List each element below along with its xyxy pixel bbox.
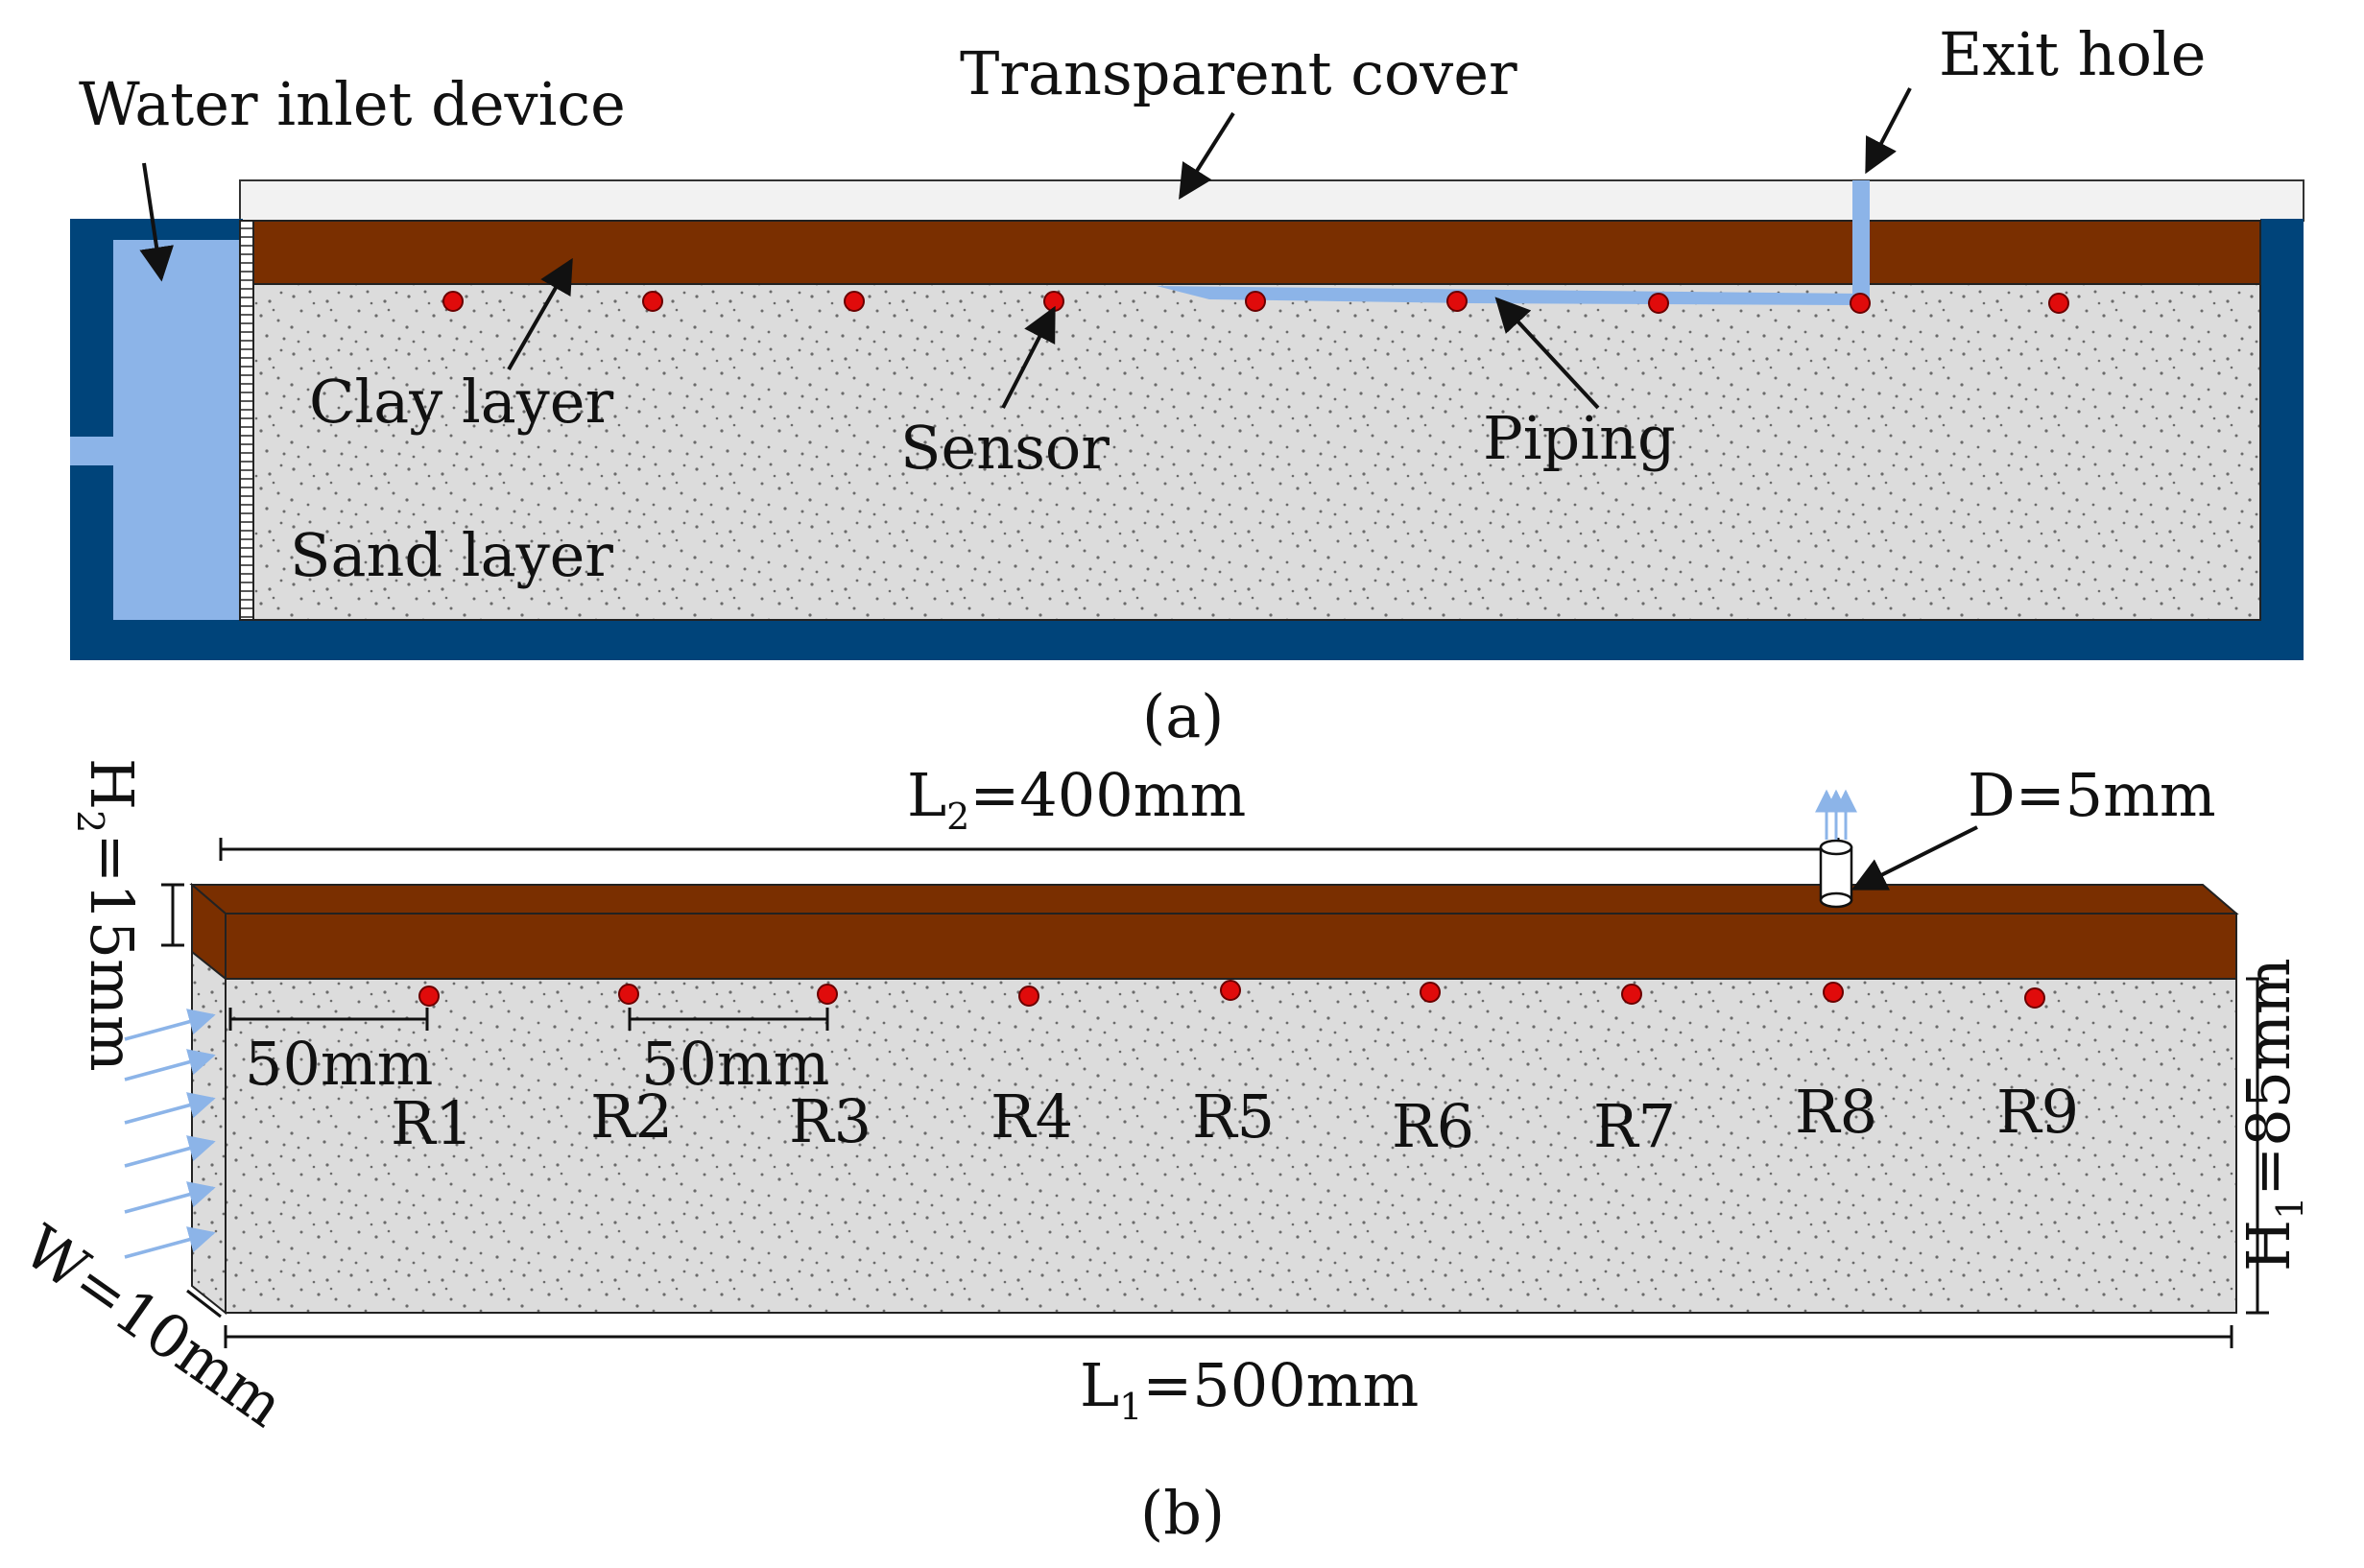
- frame-top-left: [70, 219, 243, 240]
- exit-tube: [1819, 839, 1853, 909]
- label-H2: H2=15mm: [69, 758, 147, 1072]
- sensor-dot-a: [442, 291, 464, 312]
- sensor-dot-r2: [618, 984, 639, 1005]
- arrow-D: [1851, 825, 1978, 891]
- inlet-opening: [70, 437, 113, 465]
- caption-a: (a): [1142, 681, 1224, 751]
- sensor-dot-a: [1043, 291, 1064, 312]
- sensors-a: [442, 291, 2069, 314]
- sensor-dot-a: [1446, 291, 1468, 312]
- sand-layer-a: [252, 283, 2261, 621]
- transparent-cover: [239, 179, 2304, 222]
- sensor-dot-r1: [418, 986, 440, 1007]
- sensor-dot-a: [844, 291, 865, 312]
- sensor-dot-a: [2048, 293, 2069, 314]
- sensor-dot-a: [1648, 293, 1669, 314]
- sensor-dot-r3: [817, 984, 838, 1005]
- sensor-dot-r7: [1621, 984, 1642, 1005]
- label-exit-hole: Exit hole: [1939, 19, 2206, 89]
- clay-layer-b: [225, 913, 2237, 980]
- inflow-arrow: [124, 1009, 216, 1041]
- spacing-marker-2: [628, 1008, 829, 1031]
- dim-W-line: [186, 1289, 222, 1319]
- perforated-plate-hatching: [241, 227, 252, 618]
- panel-b: L2=400mm D=5mm H2=15mm: [11, 758, 2311, 1548]
- label-clay-layer: Clay layer: [309, 367, 613, 437]
- inflow-arrow: [124, 1135, 216, 1168]
- sensor-label-r6: R6: [1392, 1091, 1474, 1161]
- sensor-label-r7: R7: [1593, 1091, 1676, 1161]
- frame-right-wall: [2260, 219, 2304, 660]
- sensor-dot-a: [642, 291, 663, 312]
- label-sand-layer: Sand layer: [290, 520, 613, 590]
- arrow-transparent-cover: [1179, 111, 1235, 201]
- sensor-dot-a: [1245, 291, 1266, 312]
- sensor-label-r2: R2: [590, 1081, 673, 1152]
- exit-flow-arrows: [1815, 789, 1857, 840]
- label-transparent-cover: Transparent cover: [960, 38, 1517, 108]
- frame-bottom: [70, 620, 2304, 660]
- arrow-piping: [1494, 297, 1600, 410]
- sensor-label-r3: R3: [789, 1086, 872, 1156]
- label-piping: Piping: [1483, 403, 1676, 473]
- inflow-arrow: [124, 1049, 216, 1081]
- inflow-arrow: [124, 1092, 216, 1125]
- exit-hole: [1852, 180, 1870, 303]
- sand-layer-b: [225, 978, 2237, 1314]
- sensor-label-r9: R9: [1996, 1077, 2079, 1147]
- label-sensor: Sensor: [900, 413, 1110, 483]
- sensor-label-r8: R8: [1795, 1077, 1877, 1147]
- caption-b: (b): [1140, 1478, 1225, 1548]
- inflow-arrow: [124, 1226, 216, 1259]
- sensor-dot-r5: [1220, 980, 1241, 1001]
- arrow-sensor: [1001, 305, 1056, 409]
- spacing-marker-1: [228, 1008, 429, 1031]
- sensor-dot-r4: [1018, 986, 1039, 1007]
- arrow-clay-layer: [507, 257, 573, 370]
- label-spacing-2: 50mm: [641, 1029, 829, 1099]
- panel-a: Water inlet device Transparent cover Exi…: [70, 19, 2304, 751]
- sensor-dot-a: [1850, 293, 1871, 314]
- sensor-label-r5: R5: [1192, 1081, 1275, 1152]
- inflow-arrow: [124, 1181, 216, 1214]
- sensor-dot-r9: [2024, 987, 2045, 1009]
- arrow-water-inlet: [139, 162, 174, 282]
- sensor-dot-r6: [1420, 982, 1441, 1003]
- label-D: D=5mm: [1968, 760, 2216, 830]
- label-spacing-1: 50mm: [245, 1029, 433, 1099]
- clay-top-face: [189, 884, 2239, 915]
- water-chamber: [113, 240, 240, 620]
- sand-left-face: [191, 949, 227, 1316]
- sensor-label-r4: R4: [991, 1081, 1073, 1152]
- label-H1: H1=85mm: [2233, 958, 2311, 1271]
- clay-layer-a: [252, 220, 2261, 285]
- sensors-b: R1 R2 R3 R4 R5 R6 R7 R8 R9: [391, 980, 2079, 1161]
- inflow-arrows: [124, 1009, 216, 1259]
- arrow-exit-hole: [1865, 87, 1912, 175]
- label-L2: L2=400mm: [907, 760, 1246, 838]
- sensor-dot-r8: [1823, 982, 1844, 1003]
- piping-channel: [1157, 286, 1862, 305]
- label-water-inlet: Water inlet device: [79, 69, 626, 139]
- label-L1: L1=500mm: [1080, 1350, 1419, 1428]
- sensor-label-r1: R1: [391, 1088, 473, 1158]
